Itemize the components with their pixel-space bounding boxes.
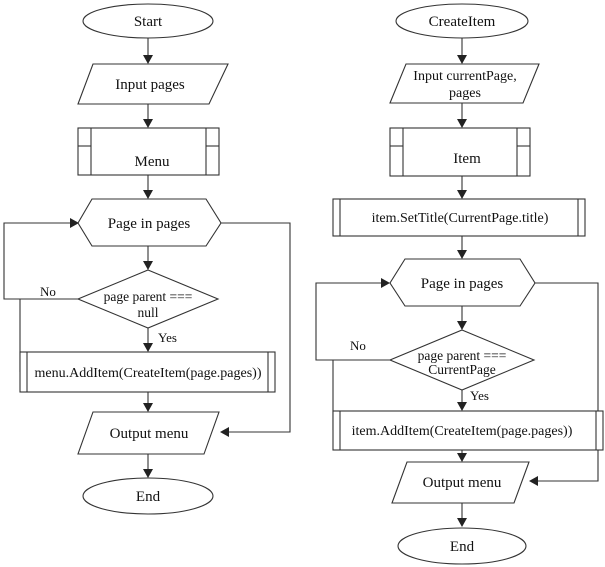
right-output-menu-label: Output menu: [423, 475, 502, 491]
input-current-page-line-2: pages: [449, 86, 481, 101]
menu-process-box: [77, 127, 220, 176]
set-title-label: item.SetTitle(CurrentPage.title): [372, 211, 549, 226]
right-end-label: End: [450, 539, 475, 555]
right-decision-diamond: [388, 329, 536, 391]
output-menu-shape: [77, 411, 220, 455]
add-item-process-box: [19, 351, 276, 393]
right-add-item-process-box: [332, 410, 604, 451]
yes-label: Yes: [158, 330, 177, 345]
item-process-box: [389, 127, 531, 177]
right-decision-line-2: CurrentPage: [428, 362, 495, 377]
decision-line-1: page parent ===: [104, 289, 193, 304]
create-item-terminal: [395, 3, 529, 39]
left-flowchart: Start Input pages Menu Page in pages pag…: [3, 3, 291, 515]
input-pages-label: Input pages: [115, 77, 185, 93]
end-label: End: [136, 489, 161, 505]
right-no-label: No: [350, 338, 366, 353]
create-item-label: CreateItem: [429, 14, 496, 30]
right-add-item-label: item.AddItem(CreateItem(page.pages)): [352, 424, 573, 439]
start-label: Start: [134, 14, 163, 30]
decision-line-2: null: [137, 305, 158, 320]
right-decision-line-1: page parent ===: [418, 348, 507, 363]
right-loop-hexagon: [389, 258, 536, 307]
loop-label: Page in pages: [108, 216, 191, 232]
input-current-page-line-1: Input currentPage,: [413, 69, 516, 84]
right-connectors: [315, 38, 599, 527]
menu-label: Menu: [135, 154, 170, 170]
item-label: Item: [453, 151, 481, 167]
end-terminal: [82, 477, 214, 515]
set-title-process-box: [332, 198, 586, 237]
loop-hexagon: [77, 198, 222, 247]
output-menu-label: Output menu: [110, 426, 189, 442]
add-item-label: menu.AddItem(CreateItem(page.pages)): [34, 366, 261, 381]
decision-diamond: [76, 269, 220, 329]
no-label: No: [40, 284, 56, 299]
start-terminal: [82, 3, 214, 39]
right-output-menu-shape: [391, 461, 530, 504]
right-end-terminal: [397, 527, 527, 565]
right-loop-label: Page in pages: [421, 276, 504, 292]
right-yes-label: Yes: [470, 388, 489, 403]
input-current-page-shape: [389, 63, 540, 104]
right-flowchart: CreateItem Input currentPage, pages Item…: [315, 3, 604, 565]
input-pages-shape: [77, 63, 229, 105]
left-connectors: [3, 38, 291, 478]
